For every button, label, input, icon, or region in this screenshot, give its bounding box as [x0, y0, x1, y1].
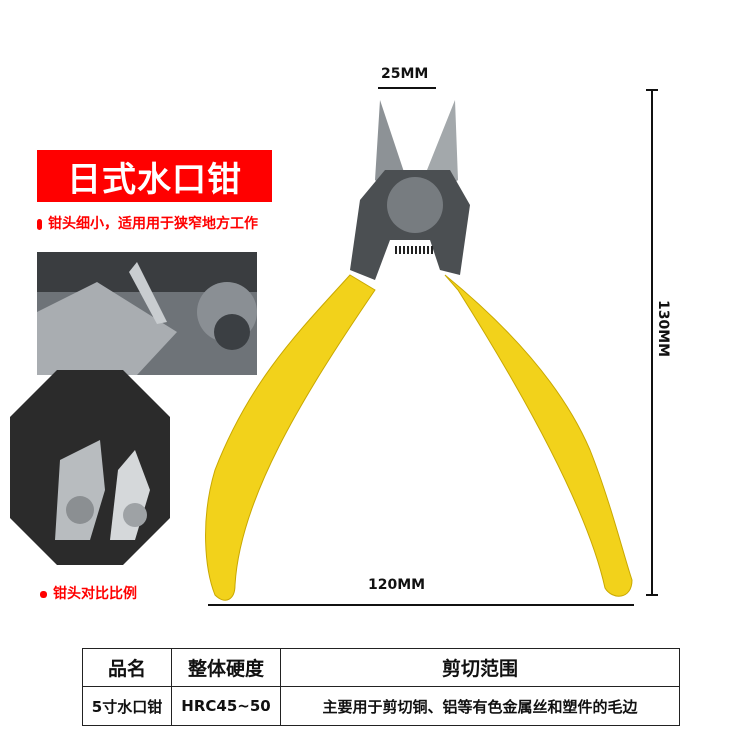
spec-table: 品名 整体硬度 剪切范围 5寸水口钳 HRC45~50 主要用于剪切铜、铝等有色…: [82, 648, 680, 726]
span-label: 120MM: [368, 577, 426, 593]
header-cell: 整体硬度: [171, 648, 281, 687]
closeup-photo: [37, 252, 257, 375]
length-label: 130MM: [655, 300, 671, 358]
table-cell: HRC45~50: [171, 686, 281, 726]
table-row: 5寸水口钳 HRC45~50 主要用于剪切铜、铝等有色金属丝和塑件的毛边: [82, 686, 680, 726]
header-cell: 剪切范围: [280, 648, 680, 687]
feature-note-text: 钳头细小，适用用于狭窄地方工作: [48, 216, 258, 232]
jaw-width-label: 25MM: [381, 66, 429, 82]
compare-note-text: 钳头对比比例: [53, 586, 137, 602]
feature-note: 钳头细小，适用用于狭窄地方工作: [37, 213, 258, 233]
pliers-illustration: [205, 87, 658, 606]
product-title: 日式水口钳: [37, 150, 272, 202]
table-cell: 5寸水口钳: [82, 686, 172, 726]
header-cell: 品名: [82, 648, 172, 687]
compare-note: 钳头对比比例: [40, 583, 137, 603]
jaw-comparison-photo: [10, 370, 170, 565]
bullet-icon: [40, 590, 47, 598]
bullet-icon: [37, 218, 42, 230]
table-cell: 主要用于剪切铜、铝等有色金属丝和塑件的毛边: [280, 686, 680, 726]
table-header-row: 品名 整体硬度 剪切范围: [82, 648, 680, 687]
